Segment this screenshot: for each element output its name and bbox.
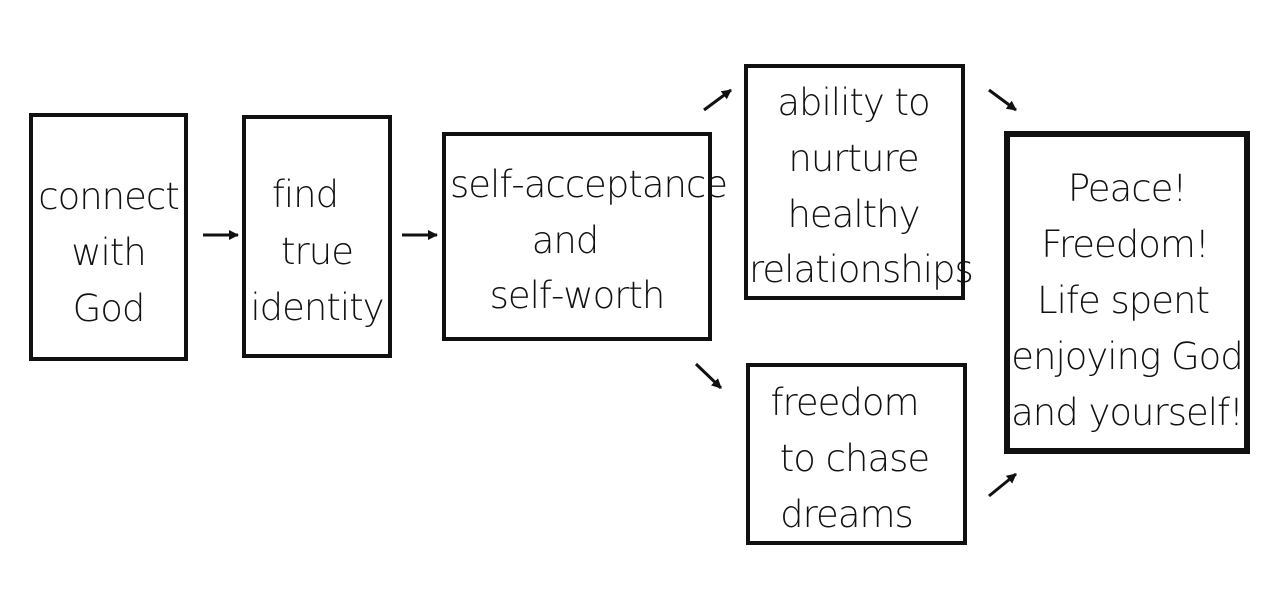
box-text-line: find xyxy=(271,173,339,216)
box-text-line: true xyxy=(281,230,354,273)
box-text-line: nurture xyxy=(788,137,919,180)
arrow-down-right-1 xyxy=(694,362,723,390)
box-chase-dreams: freedom to chase dreams xyxy=(746,363,967,545)
box-text-line: God xyxy=(72,287,146,330)
arrow-up-right-2 xyxy=(988,472,1017,498)
box-text-line: with xyxy=(71,231,147,274)
box-text-line: Peace! xyxy=(1067,167,1187,210)
box-text-line: enjoying God xyxy=(1011,335,1244,378)
box-text-line: and xyxy=(531,219,600,262)
box-text-line: to chase xyxy=(779,437,930,480)
box-find-true-identity: find true identity xyxy=(242,115,392,358)
box-text-line: ability to xyxy=(777,81,930,124)
box-text-line: freedom xyxy=(770,381,919,424)
box-text-line: dreams xyxy=(780,493,914,536)
box-text-line: healthy xyxy=(787,193,920,236)
box-text-line: identity xyxy=(250,286,384,329)
box-relationships: ability to nurture healthy relationships xyxy=(744,64,974,300)
box-text-line: connect xyxy=(38,175,180,218)
box-connect-with-god: connect with God xyxy=(29,113,188,361)
box-text-line: self-worth xyxy=(489,274,666,317)
box-text-line: self-acceptance xyxy=(450,163,728,206)
box-self-acceptance: self-acceptance and self-worth xyxy=(442,132,728,341)
arrow-down-right-2 xyxy=(988,88,1017,112)
box-text-line: Freedom! xyxy=(1041,223,1210,266)
arrow-up-right-1 xyxy=(703,88,732,112)
box-peace-freedom: Peace! Freedom! Life spent enjoying God … xyxy=(1004,131,1250,454)
box-text-line: Life spent xyxy=(1037,279,1210,322)
box-text-line: relationships xyxy=(749,248,974,291)
box-text-line: and yourself! xyxy=(1011,391,1244,434)
